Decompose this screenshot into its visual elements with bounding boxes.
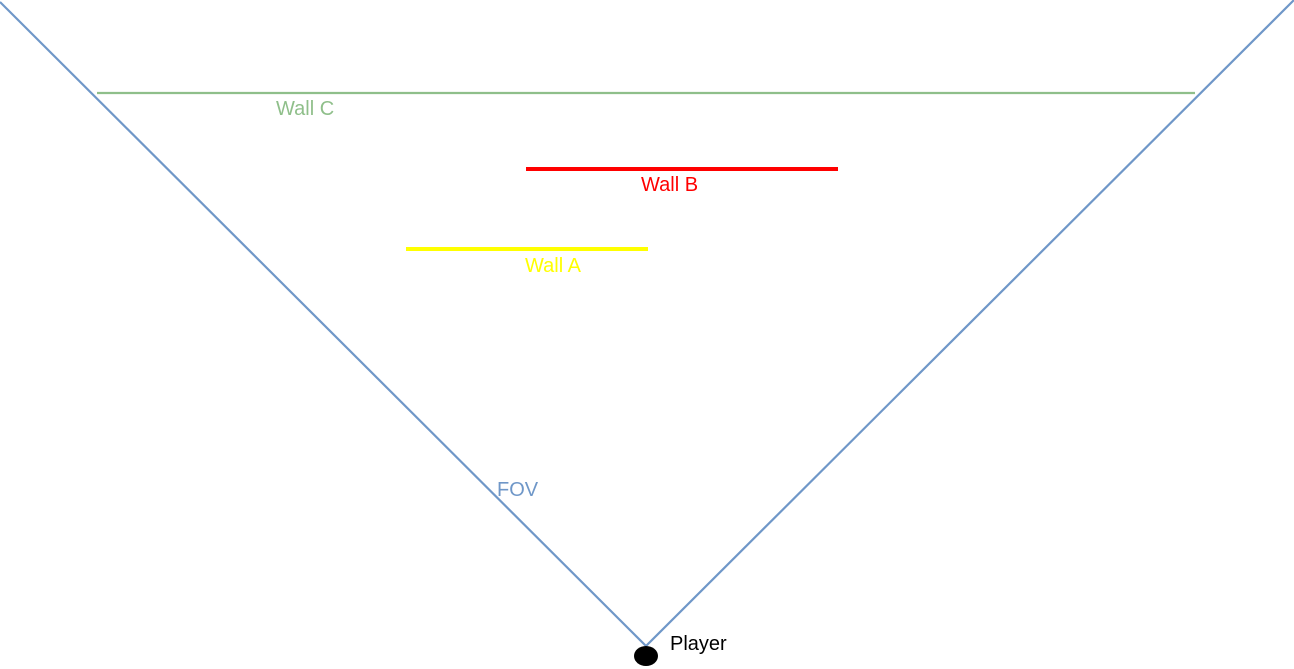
wall-c-label: Wall C xyxy=(276,98,334,120)
player-dot xyxy=(634,646,658,666)
fov-right-line xyxy=(645,0,1294,647)
wall-b-label: Wall B xyxy=(641,174,698,196)
player-label: Player xyxy=(670,633,727,655)
fov-left-line xyxy=(0,1,647,647)
wall-a-label: Wall A xyxy=(525,255,582,277)
fov-label: FOV xyxy=(497,479,539,501)
